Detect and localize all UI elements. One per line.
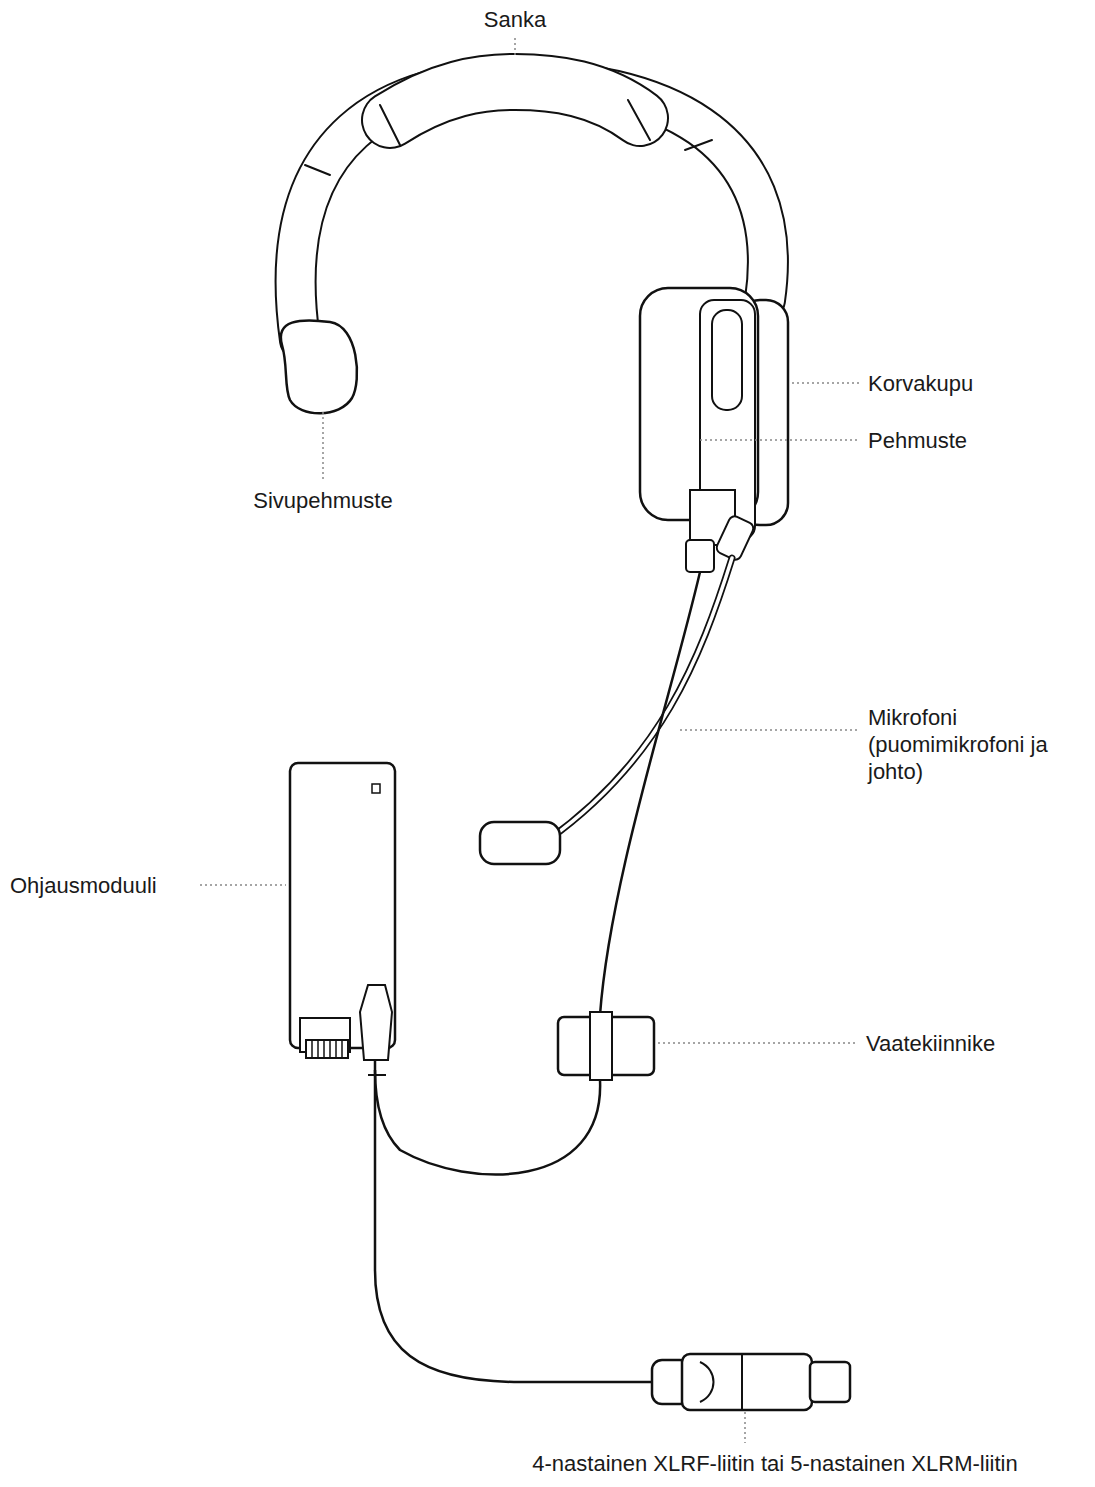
part-label: 4-nastainen XLRF-liitin tai 5-nastainen … (532, 1450, 1017, 1477)
mic-capsule (480, 822, 560, 864)
part-label: Korvakupu (868, 370, 973, 397)
leader-line (680, 729, 860, 731)
leader-line (514, 38, 516, 56)
side-pad (281, 320, 357, 413)
headset-cable (375, 1070, 600, 1174)
leader-line (744, 1412, 746, 1443)
module-cable-boot (360, 985, 392, 1060)
leader-line (792, 382, 860, 384)
part-label: Sanka (484, 6, 546, 33)
band-joint (380, 105, 400, 145)
boom-pivot (715, 514, 755, 561)
part-label: Sivupehmuste (253, 487, 392, 514)
cable-exit (686, 540, 714, 572)
clip-band (590, 1012, 612, 1080)
band-joint (305, 165, 330, 175)
part-label: Mikrofoni (puomimikrofoni ja johto) (868, 704, 1083, 785)
part-label: Ohjausmoduuli (10, 872, 157, 899)
xlr-body (682, 1354, 812, 1410)
headset-cable (600, 572, 700, 1015)
xlr-cable (375, 1060, 655, 1382)
module-knob (306, 1040, 348, 1058)
status-led (372, 784, 380, 793)
band-joint (628, 100, 650, 140)
part-label: Pehmuste (868, 427, 967, 454)
ear-cup-slot (712, 310, 742, 410)
leader-line (200, 884, 286, 886)
leader-line (658, 1042, 858, 1044)
leader-line (322, 412, 324, 480)
top-pad-fill (390, 82, 640, 120)
band-joint (685, 140, 712, 150)
part-label: Vaatekiinnike (866, 1030, 995, 1057)
top-pad-outline (390, 82, 640, 120)
leader-line (700, 439, 860, 441)
xlr-tip (810, 1362, 850, 1402)
